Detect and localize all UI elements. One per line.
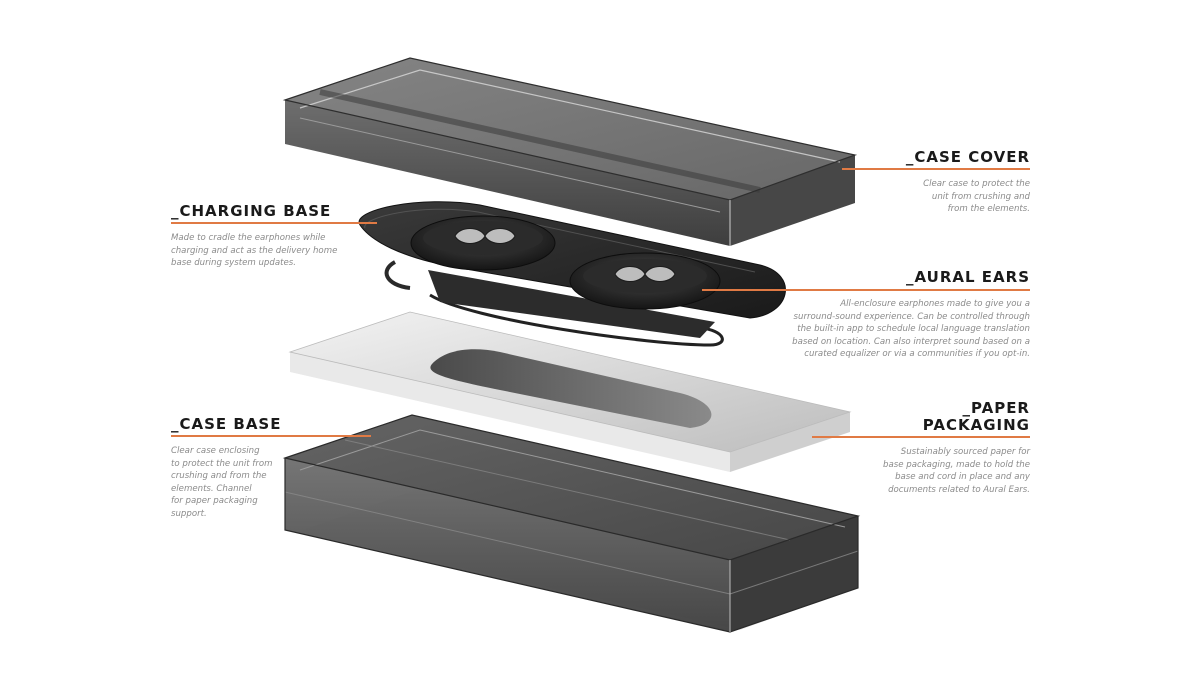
title-line: _PAPER	[962, 399, 1030, 417]
desc-line: charging and act as the delivery home	[171, 245, 338, 256]
desc-line: unit from crushing and	[931, 191, 1030, 202]
aural-ears-label: _AURAL EARS All-enclosure earphones made…	[630, 269, 1030, 361]
case-base-label: _CASE BASE Clear case enclosing to prote…	[171, 416, 471, 521]
desc-line: support.	[171, 508, 207, 519]
paper-packaging-description: Sustainably sourced paper for base packa…	[730, 446, 1030, 496]
case-base-leader-line	[171, 435, 371, 437]
desc-line: base and cord in place and any	[895, 472, 1030, 483]
desc-line: for paper packaging	[171, 496, 258, 507]
charging-base-leader-line	[171, 222, 377, 224]
case-cover-illustration	[282, 57, 858, 246]
charging-base-title: _CHARGING BASE	[171, 202, 332, 220]
case-cover-description: Clear case to protect the unit from crus…	[730, 178, 1030, 216]
case-base-description: Clear case enclosing to protect the unit…	[171, 445, 471, 521]
paper-packaging-leader-line	[812, 436, 1030, 438]
desc-line: Clear case enclosing	[171, 446, 260, 456]
desc-line: base during system updates.	[171, 258, 296, 269]
case-cover-leader-line	[842, 168, 1030, 170]
case-base-illustration	[282, 414, 861, 633]
case-base-title: _CASE BASE	[171, 415, 282, 433]
aural-ears-description: All-enclosure earphones made to give you…	[630, 298, 1030, 361]
case-cover-title: _CASE COVER	[905, 148, 1030, 166]
desc-line: Made to cradle the earphones while	[171, 233, 326, 243]
paper-packaging-label: _PAPER PACKAGING Sustainably sourced pap…	[730, 400, 1030, 496]
desc-line: the built-in app to schedule local langu…	[797, 324, 1030, 335]
paper-packaging-illustration	[288, 311, 852, 472]
desc-line: crushing and from the	[171, 471, 267, 482]
desc-line: curated equalizer or via a communities i…	[804, 349, 1030, 360]
desc-line: Clear case to protect the	[923, 179, 1030, 189]
desc-line: base packaging, made to hold the	[883, 459, 1030, 470]
desc-line: All-enclosure earphones made to give you…	[840, 299, 1030, 309]
desc-line: Sustainably sourced paper for	[900, 447, 1030, 457]
desc-line: to protect the unit from	[171, 458, 273, 469]
desc-line: elements. Channel	[171, 483, 252, 494]
desc-line: from the elements.	[947, 204, 1030, 215]
title-line: PACKAGING	[922, 416, 1030, 434]
case-cover-label: _CASE COVER Clear case to protect the un…	[730, 149, 1030, 216]
charging-base-description: Made to cradle the earphones while charg…	[171, 232, 491, 270]
aural-ears-leader-line	[702, 289, 1030, 291]
desc-line: documents related to Aural Ears.	[888, 484, 1030, 495]
paper-packaging-title: _PAPER PACKAGING	[730, 400, 1030, 434]
aural-ears-illustration	[410, 215, 721, 310]
aural-ears-title: _AURAL EARS	[906, 268, 1030, 286]
charging-base-label: _CHARGING BASE Made to cradle the earpho…	[171, 203, 491, 270]
desc-line: based on location. Can also interpret so…	[792, 336, 1030, 347]
desc-line: surround-sound experience. Can be contro…	[793, 311, 1030, 322]
